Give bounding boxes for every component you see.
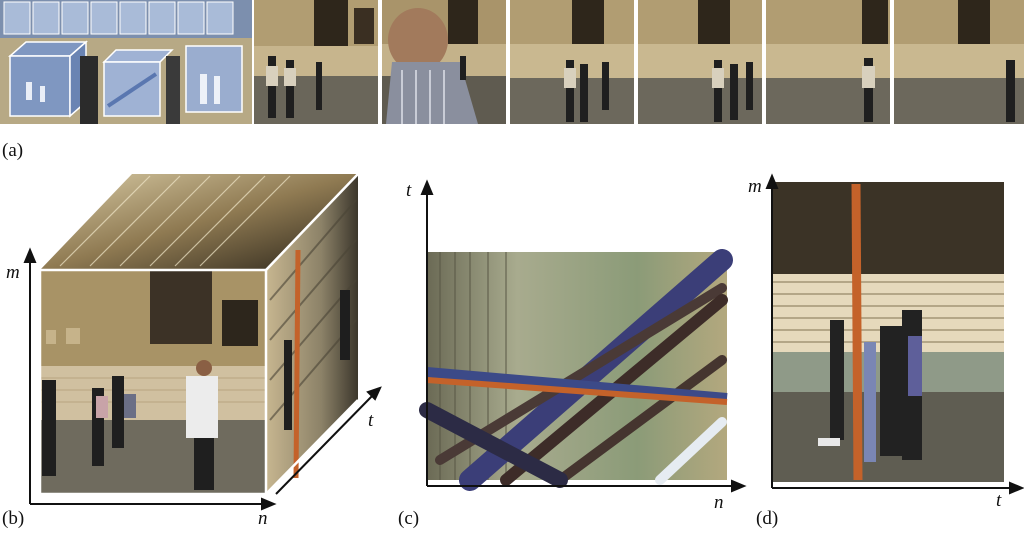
panel-a-mini-cube-thumbnail <box>0 0 252 124</box>
panel-a-frame-3 <box>510 0 634 124</box>
panel-a-frame-2 <box>382 0 506 124</box>
panel-b-axis-n-label: n <box>258 508 268 529</box>
panel-b-axis-t-label: t <box>368 410 374 431</box>
panel-b-cube <box>0 160 400 534</box>
panel-b-label: (b) <box>2 508 25 529</box>
panel-c-label: (c) <box>398 508 420 529</box>
panel-c-axis-t-label: t <box>406 180 412 201</box>
panel-b-axis-m-label: m <box>6 262 20 283</box>
panel-a-frame-1 <box>254 0 378 124</box>
panel-a-label: (a) <box>2 140 24 161</box>
panel-a-frame-5 <box>766 0 890 124</box>
panel-d-axis-t-label: t <box>996 490 1002 511</box>
panel-d-axis-m-label: m <box>748 176 762 197</box>
panel-c-axis-n-label: n <box>714 492 724 513</box>
panel-d-slice <box>752 160 1024 534</box>
panel-a-strip <box>0 0 1024 124</box>
panel-a-frame-6 <box>894 0 1024 124</box>
panel-c-slice <box>410 160 750 534</box>
panel-d-label: (d) <box>756 508 779 529</box>
panel-a-frame-4 <box>638 0 762 124</box>
